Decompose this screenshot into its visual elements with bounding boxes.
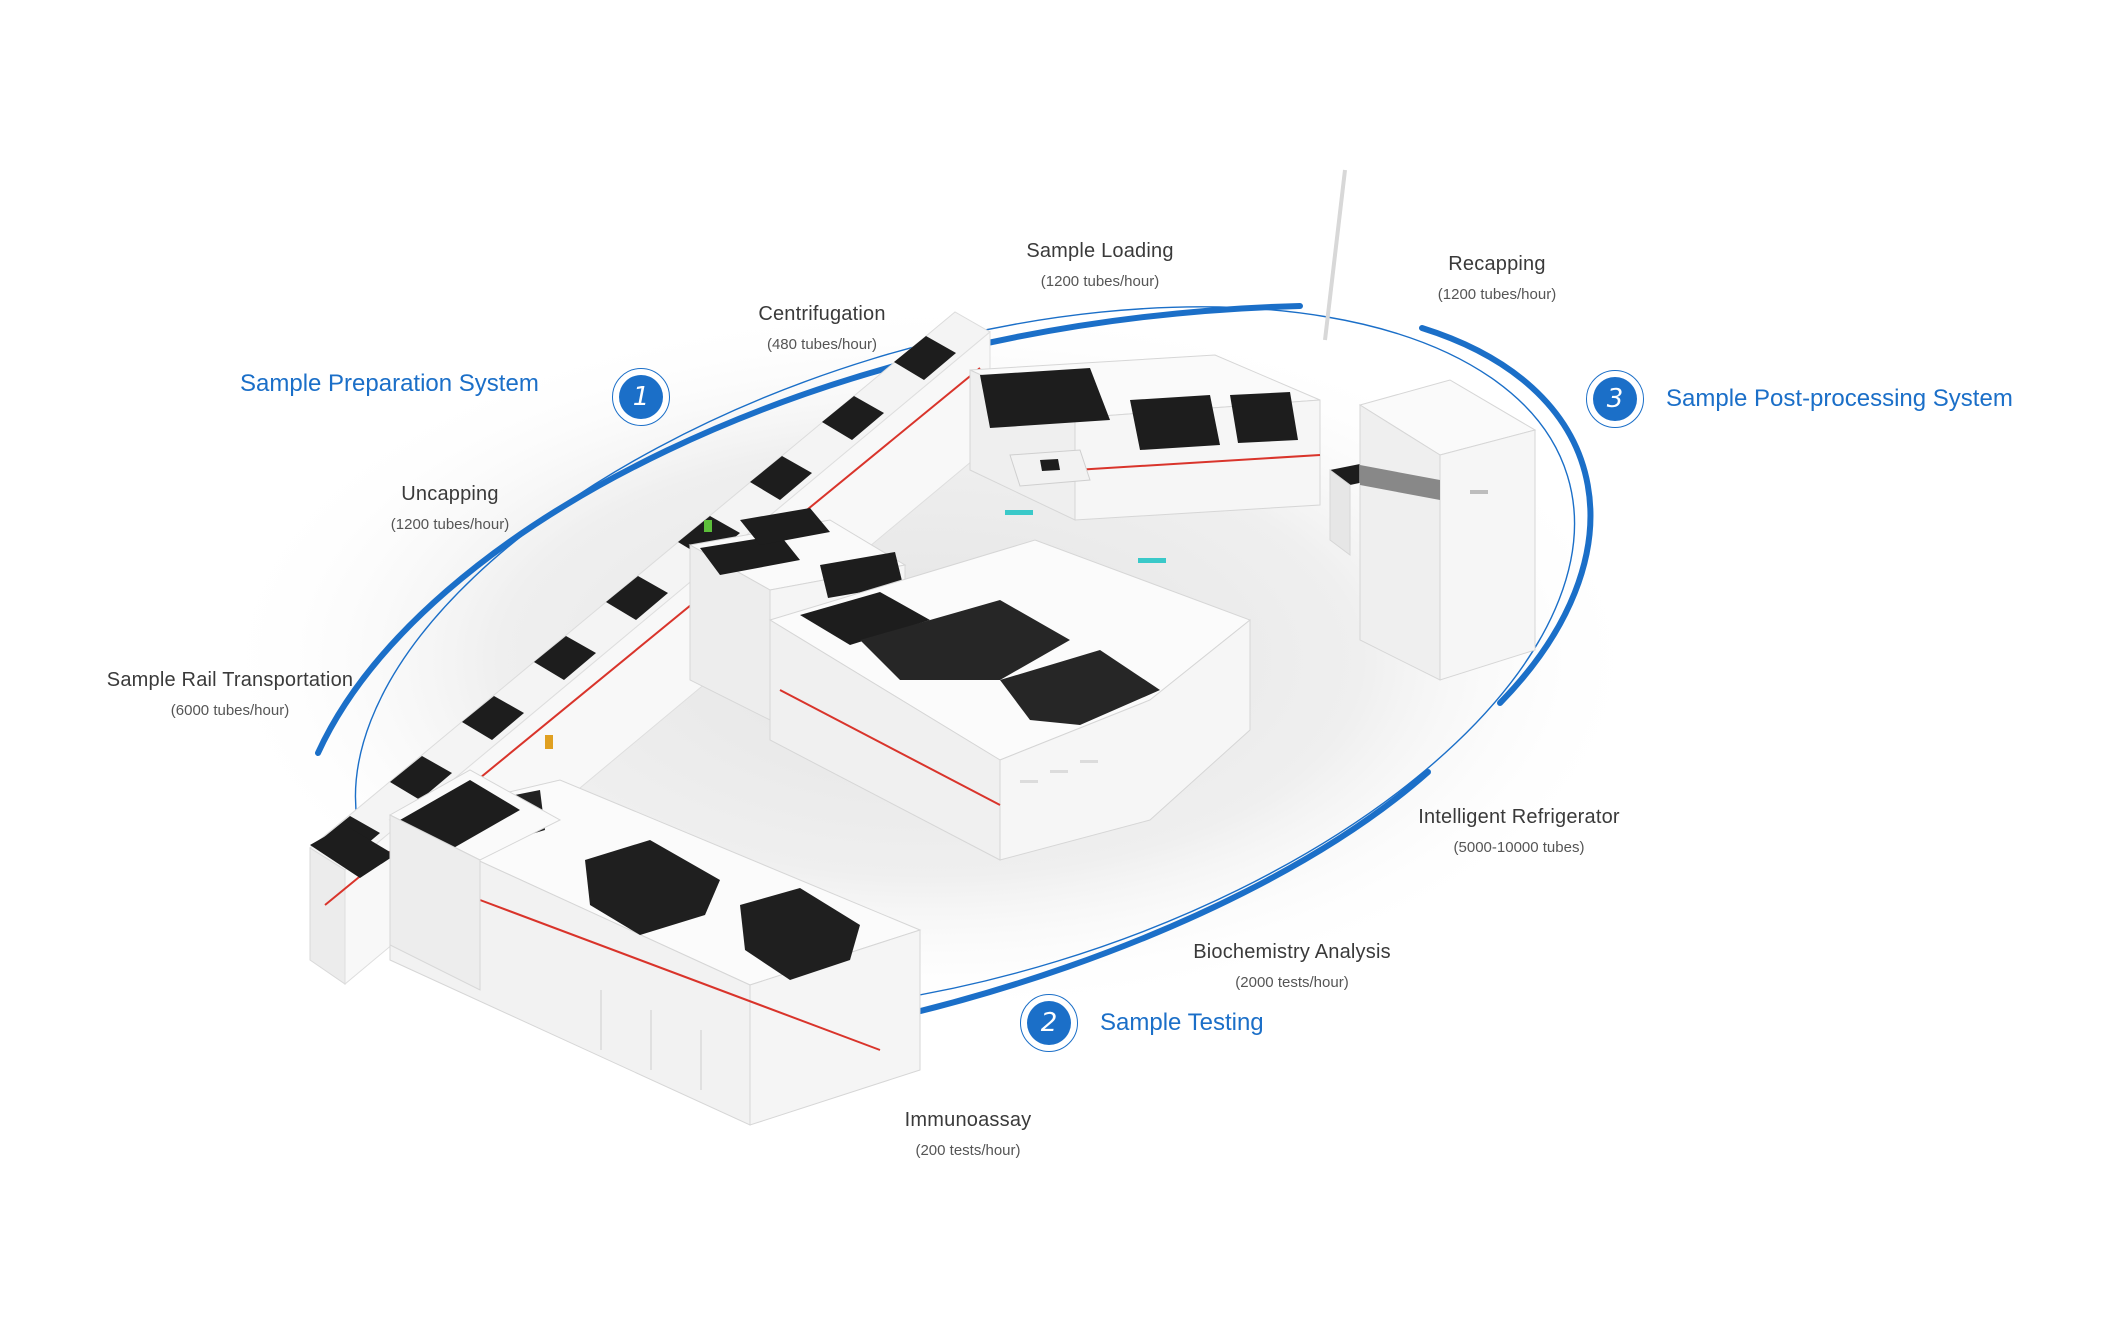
bold-orbit-arc-preparation (315, 303, 1303, 756)
signal-pole (1323, 169, 1347, 341)
label-recapping: Recapping (1200 tubes/hour) (1437, 253, 1557, 303)
rail-end-unit (310, 769, 562, 991)
system-title: Sample Preparation System (240, 370, 539, 397)
system-sample-testing: 2 Sample Testing (1020, 994, 1264, 1052)
number-badge-icon: 3 (1586, 370, 1644, 428)
biochemistry-analyzer (768, 539, 1252, 861)
number-badge-icon: 1 (612, 368, 670, 426)
system-badge-1: 1 (612, 368, 670, 426)
sample-loading-unit (969, 354, 1321, 563)
system-title: Sample Post-processing System (1666, 385, 2013, 412)
label-intelligent-refrigerator: Intelligent Refrigerator (5000-10000 tub… (1418, 806, 1620, 856)
number-badge-icon: 2 (1020, 994, 1078, 1052)
intelligent-refrigerator-unit (1329, 379, 1537, 681)
system-sample-preparation: Sample Preparation System (240, 370, 539, 398)
system-sample-postprocessing: 3 Sample Post-processing System (1586, 370, 2013, 428)
label-immunoassay: Immunoassay (200 tests/hour) (904, 1109, 1032, 1159)
label-uncapping: Uncapping (1200 tubes/hour) (390, 483, 510, 533)
label-biochemistry-analysis: Biochemistry Analysis (2000 tests/hour) (1193, 941, 1391, 991)
system-title: Sample Testing (1100, 1009, 1264, 1036)
label-centrifugation: Centrifugation (480 tubes/hour) (758, 303, 886, 353)
label-sample-loading: Sample Loading (1200 tubes/hour) (1026, 240, 1174, 290)
bold-orbit-arc-postprocessing (1419, 325, 1594, 706)
label-sample-rail-transportation: Sample Rail Transportation (6000 tubes/h… (106, 669, 354, 719)
